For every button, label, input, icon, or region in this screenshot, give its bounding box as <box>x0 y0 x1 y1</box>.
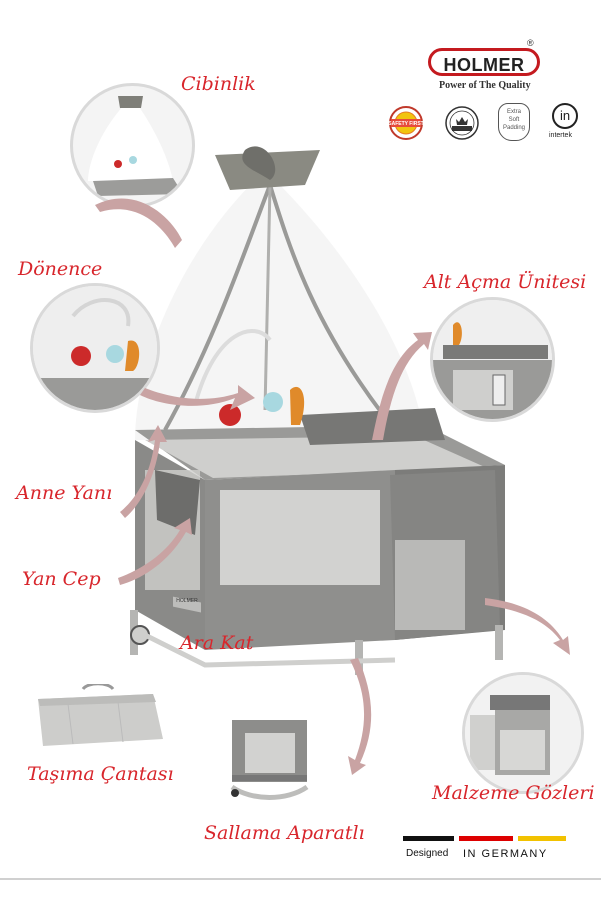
label-donence: Dönence <box>18 258 103 280</box>
rocking-crib-illustration <box>230 720 309 800</box>
brand-tagline: Power of The Quality <box>439 80 531 91</box>
safety-first-badge: SAFETY FIRST <box>388 106 424 140</box>
carry-bag-illustration <box>38 684 163 746</box>
mobile-detail-circle <box>30 283 160 413</box>
in-germany-text: IN GERMANY <box>463 848 548 860</box>
extra-soft-line-3: Padding <box>502 125 526 131</box>
registered-mark: ® <box>527 38 534 48</box>
flag-bar-red <box>459 836 513 841</box>
premium-quality-badge <box>445 106 479 140</box>
extra-soft-padding-badge: Extra Soft Padding <box>498 103 530 141</box>
extra-soft-line-2: Soft <box>508 117 520 123</box>
brand-logo: HOLMER <box>428 48 540 76</box>
label-yan-cep: Yan Cep <box>22 568 101 590</box>
label-malzeme-gozleri: Malzeme Gözleri <box>432 782 595 804</box>
designed-text: Designed <box>406 848 449 859</box>
canopy-detail-circle <box>70 83 195 208</box>
flag-bar-gold <box>518 836 566 841</box>
label-anne-yani: Anne Yanı <box>16 482 113 504</box>
flag-bar-black <box>403 836 454 841</box>
safety-badge-text: SAFETY FIRST <box>388 121 423 127</box>
product-print: HOLMER <box>176 598 198 604</box>
label-sallama-aparatli: Sallama Aparatlı <box>204 822 365 844</box>
bottom-divider <box>0 878 601 880</box>
label-cibinlik: Cibinlik <box>181 73 256 95</box>
label-alt-acma: Alt Açma Ünitesi <box>424 271 587 293</box>
label-tasima-cantasi: Taşıma Çantası <box>27 763 174 785</box>
label-ara-kat: Ara Kat <box>180 632 254 654</box>
intertek-label: intertek <box>549 132 572 139</box>
extra-soft-line-1: Extra <box>506 109 521 115</box>
storage-pockets-detail-circle <box>462 672 584 794</box>
changing-unit-detail-circle <box>430 297 555 422</box>
intertek-logo: in <box>552 103 578 129</box>
